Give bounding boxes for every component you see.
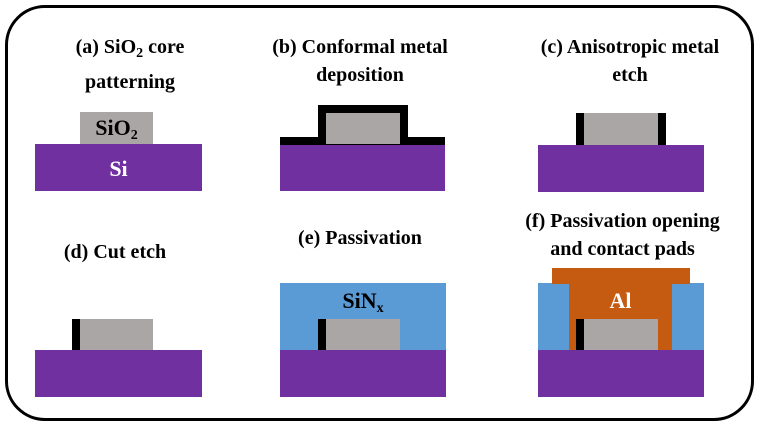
caption-b-line1: (b) Conformal metal — [272, 36, 448, 58]
panel-b-metal-film-left — [280, 137, 325, 145]
caption-c-line1: (c) Anisotropic metal — [540, 36, 720, 58]
panel-e-passivation-label: SiNx — [280, 288, 446, 322]
panel-a-oxide-label-sub: 2 — [130, 128, 138, 143]
caption-f: (f) Passivation opening and contact pads — [500, 207, 745, 263]
panel-e-silicon-substrate — [280, 350, 446, 397]
caption-c-line2: etch — [612, 64, 648, 86]
caption-d-line1: (d) Cut etch — [63, 241, 167, 263]
caption-b-line2: deposition — [316, 64, 404, 86]
panel-f-silicon-nitride-left — [538, 283, 569, 351]
panel-e-passivation-label-sub: x — [376, 301, 384, 316]
caption-d: (d) Cut etch — [30, 238, 200, 266]
panel-f-sidewall-left — [576, 319, 584, 350]
caption-a: (a) SiO2 core patterning — [30, 33, 230, 96]
panel-d-oxide-core — [80, 319, 153, 350]
panel-c-silicon-substrate — [538, 145, 704, 192]
panel-b-metal-film-right — [400, 137, 445, 145]
panel-f-aluminum-label: Al — [609, 288, 632, 313]
caption-a-line2: patterning — [85, 71, 175, 93]
caption-f-line1: (f) Passivation opening — [525, 210, 720, 232]
panel-c-oxide-core — [584, 113, 658, 145]
panel-d-silicon-substrate — [35, 350, 202, 397]
panel-b-oxide-core — [326, 113, 400, 144]
panel-e-oxide-core — [326, 319, 400, 350]
caption-a-line1-post: core — [143, 36, 185, 58]
panel-a-oxide-label: SiO2 — [80, 115, 153, 149]
caption-a-line1-pre: (a) SiO — [75, 36, 137, 58]
panel-a-silicon-substrate — [35, 144, 202, 191]
panel-e-passivation-label-main: SiN — [342, 288, 377, 313]
caption-c: (c) Anisotropic metal etch — [510, 33, 750, 89]
panel-f-aluminum-pad-top — [552, 268, 690, 284]
panel-e-sidewall-left — [318, 319, 326, 350]
panel-f-silicon-substrate — [538, 350, 704, 397]
caption-e-line1: (e) Passivation — [298, 227, 422, 249]
panel-b-silicon-substrate — [280, 144, 445, 191]
caption-a-line1-sub: 2 — [136, 46, 144, 61]
panel-a-oxide-core — [80, 112, 153, 144]
caption-e: (e) Passivation — [275, 224, 445, 252]
panel-f-oxide-core — [584, 319, 658, 350]
panel-c-sidewall-left — [576, 113, 584, 145]
caption-b: (b) Conformal metal deposition — [250, 33, 470, 89]
panel-a-silicon-label: Si — [109, 156, 128, 181]
panel-a-oxide-label-main: SiO — [95, 115, 131, 140]
panel-d-sidewall-left — [72, 319, 80, 350]
panel-f-silicon-nitride-right — [672, 283, 704, 351]
panel-c-sidewall-right — [658, 113, 666, 145]
caption-f-line2: and contact pads — [550, 238, 695, 260]
